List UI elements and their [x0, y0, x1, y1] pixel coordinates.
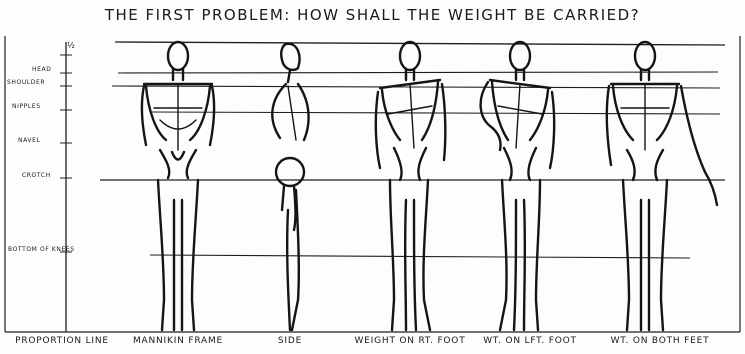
- guide-top: [115, 42, 725, 45]
- guide-knees: [150, 255, 690, 258]
- guide-nipples: [112, 86, 720, 88]
- label-head: HEAD: [32, 66, 51, 73]
- caption-mannikin-frame: MANNIKIN FRAME: [124, 336, 232, 346]
- guide-shoulder: [118, 72, 718, 73]
- guide-navel: [150, 112, 720, 114]
- label-nipples: NIPPLES: [12, 103, 41, 110]
- figure-mannikin-frame: [142, 42, 214, 330]
- label-knees: BOTTOM OF KNEES: [8, 246, 75, 253]
- figure-weight-both-feet: [607, 42, 717, 330]
- caption-weight-left-foot: WT. ON LFT. FOOT: [478, 336, 582, 346]
- caption-weight-right-foot: WEIGHT ON RT. FOOT: [342, 336, 478, 346]
- caption-weight-both-feet: WT. ON BOTH FEET: [596, 336, 724, 346]
- label-crotch: CROTCH: [22, 172, 51, 179]
- caption-side: SIDE: [265, 336, 315, 346]
- proportion-line: [60, 42, 72, 332]
- figure-weight-right-foot: [376, 42, 445, 330]
- caption-proportion-line: PROPORTION LINE: [4, 336, 120, 346]
- scale-mark: ½: [67, 42, 75, 49]
- figure-weight-left-foot: [481, 42, 555, 330]
- label-shoulder: SHOULDER: [7, 79, 45, 86]
- guide-lines: [100, 42, 725, 258]
- label-navel: NAVEL: [18, 137, 40, 144]
